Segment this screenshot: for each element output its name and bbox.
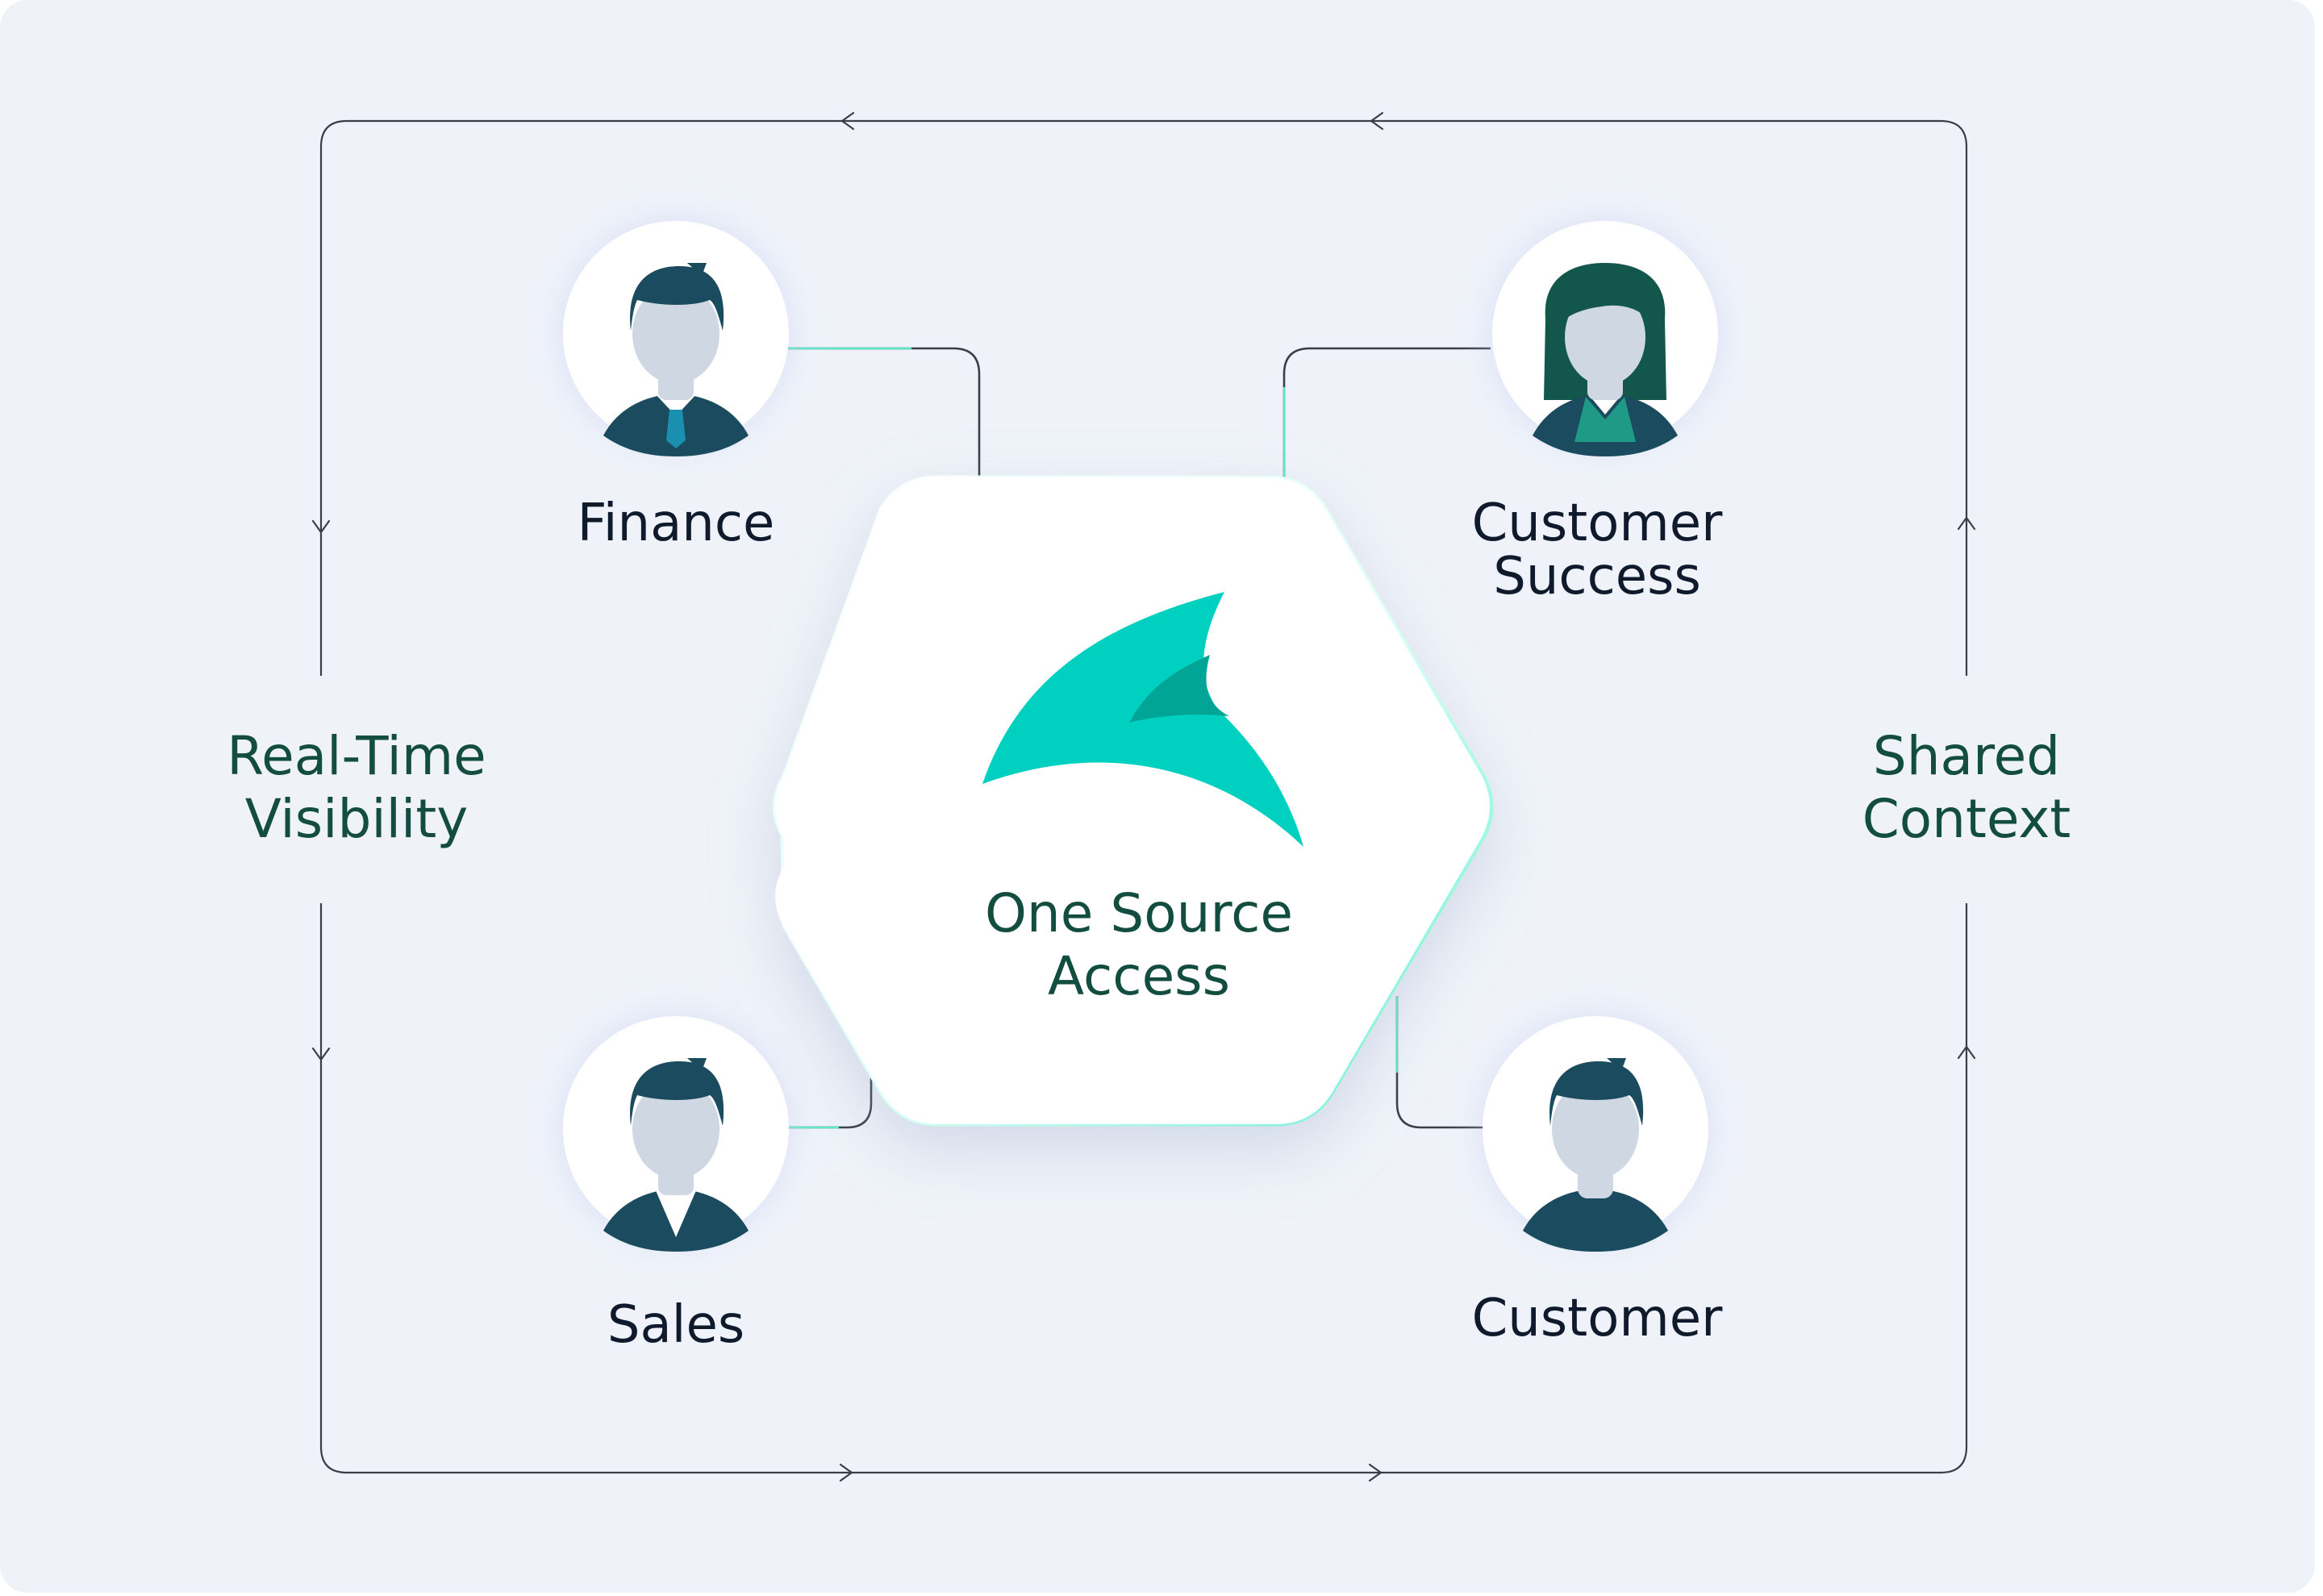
arrow-down-left-2	[311, 1047, 331, 1061]
label-sales: Sales	[434, 1298, 918, 1352]
label-customer: Customer	[1355, 1292, 1839, 1345]
label-customer-text: Customer	[1471, 1289, 1723, 1348]
loop-arrowheads	[311, 111, 1976, 1482]
arrow-up-right-1	[1957, 516, 1976, 531]
avatar-customer-success	[1492, 221, 1718, 456]
arrow-right-bottom-2	[1368, 1463, 1383, 1482]
connector-sales	[787, 976, 873, 1129]
arrow-down-left-1	[311, 519, 331, 534]
label-visibility: Visibility	[244, 788, 469, 850]
center-hexagon	[773, 475, 1494, 1127]
avatar-customer	[1483, 1016, 1708, 1252]
role-connectors	[787, 347, 1491, 1129]
connector-customer	[1395, 996, 1484, 1129]
label-real-time-visibility: Real-Time Visibility	[147, 725, 566, 851]
connector-finance	[787, 347, 981, 477]
label-context: Context	[1862, 788, 2071, 850]
label-real-time: Real-Time	[227, 725, 486, 787]
fin-logo-icon	[982, 592, 1303, 847]
person-casual-icon	[1523, 1058, 1668, 1252]
person-suit-tie-icon	[603, 263, 749, 456]
arrow-up-right-2	[1957, 1045, 1976, 1060]
label-finance-text: Finance	[577, 494, 775, 553]
avatar-finance	[563, 221, 789, 456]
label-customer-success-line2: Success	[1493, 547, 1701, 606]
label-customer-success: Customer Success	[1355, 497, 1839, 603]
label-sales-text: Sales	[607, 1295, 745, 1355]
arrow-left-top-2	[1370, 111, 1384, 131]
label-customer-success-line1: Customer	[1471, 494, 1723, 553]
label-one-source: One Source	[984, 882, 1294, 944]
avatar-sales	[563, 1016, 789, 1252]
label-finance: Finance	[434, 497, 918, 550]
outer-loop-connector	[319, 119, 1968, 1474]
arrow-left-top-1	[840, 111, 855, 131]
connector-customer-success	[1282, 347, 1491, 477]
person-suit-icon	[603, 1058, 749, 1252]
person-woman-icon	[1533, 263, 1678, 456]
label-shared: Shared	[1872, 725, 2061, 787]
label-access: Access	[1048, 945, 1230, 1007]
label-one-source-access: One Source Access	[897, 882, 1381, 1008]
arrow-right-bottom-1	[839, 1463, 853, 1482]
label-shared-context: Shared Context	[1757, 725, 2176, 851]
